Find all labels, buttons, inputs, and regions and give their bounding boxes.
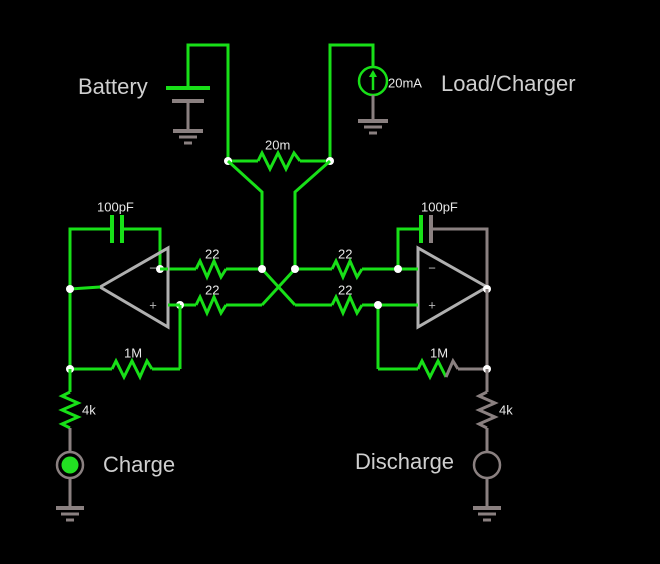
- load-charger-branch[interactable]: 20mA Load/Charger: [328, 43, 576, 161]
- node-crossover-left: [258, 265, 266, 273]
- current-source-arrow-icon: [369, 70, 377, 90]
- charge-label: Charge: [103, 452, 175, 477]
- current-source-value-label: 20mA: [388, 75, 422, 90]
- battery-positive-wire: [186, 43, 230, 161]
- battery-branch[interactable]: Battery: [78, 43, 230, 161]
- load-charger-ground-icon: [358, 119, 388, 135]
- left-r-top-value-label: 22: [205, 246, 219, 261]
- sense-wire-right: [293, 159, 331, 269]
- right-opamp-minus-label: −: [428, 260, 436, 275]
- right-opamp-plus-label: +: [428, 297, 436, 312]
- node-right-inverting: [394, 265, 402, 273]
- right-opamp-subcircuit[interactable]: 100pF − + 1M: [374, 199, 491, 381]
- discharge-ground-icon: [473, 506, 501, 522]
- right-cap-wire-from-output: [431, 227, 489, 289]
- left-cap-wire-to-input: [122, 227, 162, 269]
- left-rf-value-label: 1M: [124, 345, 142, 360]
- right-r-top-zigzag: [330, 257, 364, 281]
- left-opamp-body[interactable]: [97, 245, 170, 330]
- left-rf-zigzag: [110, 357, 154, 381]
- discharge-led-resistor-value-label: 4k: [499, 402, 513, 417]
- battery-label: Battery: [78, 74, 148, 99]
- left-r-bot-zigzag: [194, 293, 228, 317]
- discharge-label: Discharge: [355, 449, 454, 474]
- charge-led-resistor-value-label: 4k: [82, 402, 96, 417]
- discharge-led-ring-icon[interactable]: [472, 450, 502, 480]
- discharge-indicator-branch[interactable]: 4k Discharge: [355, 369, 513, 522]
- load-charger-label: Load/Charger: [441, 71, 576, 96]
- right-input-resistors[interactable]: 22 22: [330, 246, 398, 317]
- right-r-top-value-label: 22: [338, 246, 352, 261]
- left-opamp-subcircuit[interactable]: 100pF − + 1M: [66, 199, 184, 381]
- shunt-resistor-value-label: 20m: [265, 137, 290, 152]
- right-opamp-body[interactable]: [416, 245, 491, 330]
- right-r-bot-value-label: 22: [338, 282, 352, 297]
- left-opamp-minus-label: −: [149, 260, 157, 275]
- charge-ground-icon: [56, 506, 84, 522]
- current-source-top-wire: [328, 43, 375, 161]
- left-opamp-plus-label: +: [149, 297, 157, 312]
- right-rf-zigzag-dead: [444, 357, 460, 378]
- sense-funnel-wires: [226, 159, 331, 269]
- node-right-noninverting: [374, 301, 382, 309]
- right-cap-wire-to-input: [396, 227, 421, 269]
- right-cap-value-label: 100pF: [421, 199, 458, 214]
- crossover-group: [228, 265, 330, 307]
- battery-ground-icon: [173, 129, 203, 145]
- sense-wire-left: [226, 159, 264, 269]
- left-cap-value-label: 100pF: [97, 199, 134, 214]
- right-r-bot-zigzag: [330, 293, 364, 317]
- left-input-resistors[interactable]: 22 22: [160, 246, 228, 317]
- charge-indicator-branch[interactable]: 4k Charge: [55, 369, 175, 522]
- charge-led-glow-icon: [61, 456, 79, 474]
- discharge-led-resistor-zigzag: [475, 390, 499, 430]
- left-r-bot-value-label: 22: [205, 282, 219, 297]
- shunt-resistor-group[interactable]: 20m: [224, 137, 334, 173]
- right-rf-zigzag-live: [416, 357, 448, 381]
- node-crossover-right: [291, 265, 299, 273]
- left-cap-wire-from-output: [68, 227, 112, 289]
- node-left-output: [66, 285, 74, 293]
- shunt-resistor-zigzag: [256, 149, 302, 173]
- right-rf-value-label: 1M: [430, 345, 448, 360]
- left-r-top-zigzag: [194, 257, 228, 281]
- left-opamp-output-wire: [69, 285, 101, 291]
- charge-led-resistor-zigzag: [58, 390, 82, 430]
- crossover-wire-b: [260, 267, 297, 307]
